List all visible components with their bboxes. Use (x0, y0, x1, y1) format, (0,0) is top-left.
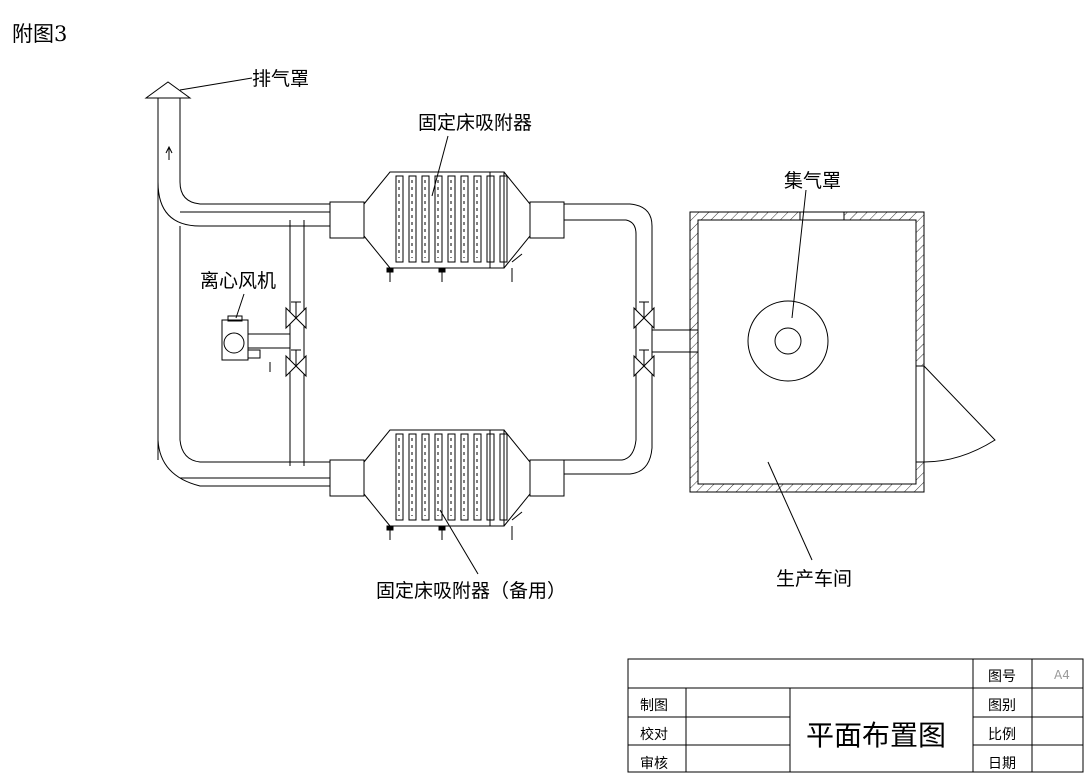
approved-label: 审核 (640, 756, 668, 772)
drawing-title: 平面布置图 (806, 719, 947, 752)
exhaust-hood-label: 排气罩 (252, 68, 310, 90)
title-block-frame (627, 658, 1084, 773)
adsorber-bottom-label: 固定床吸附器（备用） (376, 580, 567, 602)
date-label: 日期 (988, 756, 1016, 772)
checked-label: 校对 (640, 727, 668, 743)
centrifugal-fan (221, 315, 290, 372)
scale-label: 比例 (988, 727, 1016, 743)
drawn-label: 制图 (640, 698, 668, 714)
adsorber-top-label: 固定床吸附器 (418, 112, 533, 134)
drawing-no-value: A4 (1054, 668, 1070, 682)
fan-label: 离心风机 (200, 270, 277, 292)
exhaust-hood-shape (144, 81, 192, 99)
category-label: 图别 (988, 698, 1016, 714)
collection-hood-label: 集气罩 (784, 170, 842, 192)
workshop-label: 生产车间 (776, 568, 853, 590)
figure-label: 附图3 (12, 22, 68, 46)
drawing-no-label: 图号 (988, 669, 1016, 685)
